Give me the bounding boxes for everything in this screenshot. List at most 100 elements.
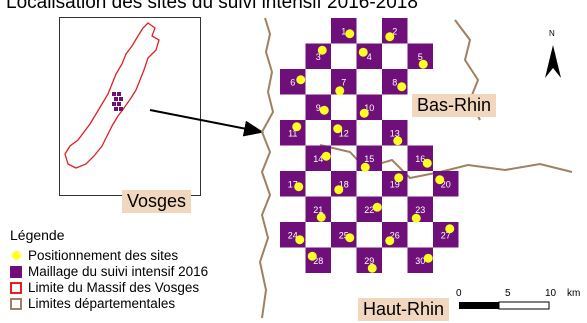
- inset-grid-marker: [112, 92, 123, 111]
- grid-cell-number: 30: [415, 256, 425, 266]
- site-point-29: [367, 263, 377, 273]
- grid-cell-number: 20: [441, 179, 451, 189]
- legend-label: Limite du Massif des Vosges: [28, 280, 200, 295]
- legend-item-massif: Limite du Massif des Vosges: [10, 280, 199, 295]
- scale-tick-10: 10: [545, 288, 557, 299]
- site-point-8: [397, 82, 407, 92]
- purple-square-icon: [10, 265, 22, 278]
- legend-label: Limites départementales: [28, 296, 176, 311]
- label-bas-rhin: Bas-Rhin: [412, 94, 497, 117]
- site-point-27: [445, 224, 455, 234]
- grid-cell-number: 13: [390, 128, 400, 138]
- grid-cell-28: [305, 247, 331, 273]
- grid-cell-number: 8: [392, 77, 397, 87]
- grid-cell-11: [280, 120, 306, 146]
- grid-cell-19: [382, 171, 408, 197]
- inset-pointer-arrow: [149, 109, 264, 137]
- map-title: Localisation des sites du suivi intensif…: [6, 0, 418, 13]
- grid-cell-number: 24: [288, 230, 298, 240]
- site-point-1: [345, 29, 355, 39]
- site-point-12: [333, 124, 343, 134]
- site-point-9: [319, 105, 329, 115]
- site-point-3: [317, 45, 327, 55]
- legend-item-grid: Maillage du suivi intensif 2016: [10, 264, 208, 279]
- grid-cell-number: 3: [316, 52, 321, 62]
- grid-cell-4: [356, 43, 382, 69]
- site-point-19: [394, 173, 404, 183]
- site-point-17: [294, 182, 304, 192]
- grid-cell-number: 2: [392, 26, 397, 36]
- legend-item-sites: Positionnement des sites: [10, 248, 178, 263]
- grid-cell-20: [433, 171, 459, 197]
- grid-cell-number: 10: [364, 103, 374, 113]
- north-label: N: [549, 29, 555, 38]
- yellow-dot-icon: [12, 251, 21, 260]
- site-point-23: [411, 213, 421, 223]
- grid-cell-number: 16: [415, 154, 425, 164]
- grid-cell-number: 29: [364, 256, 374, 266]
- grid-cell-number: 23: [415, 205, 425, 215]
- site-point-7: [335, 86, 345, 96]
- site-point-5: [418, 59, 428, 69]
- scale-bar: [459, 301, 550, 310]
- grid-cell-number: 26: [390, 230, 400, 240]
- site-point-21: [316, 212, 326, 222]
- grid-cell-number: 15: [364, 154, 374, 164]
- grid-cell-number: 19: [390, 179, 400, 189]
- site-point-30: [423, 253, 433, 263]
- massif-vosges-outline: [64, 22, 160, 169]
- grid-cell-number: 1: [341, 26, 346, 36]
- red-outline-square-icon: [10, 281, 22, 294]
- grid-cell-number: 5: [418, 52, 423, 62]
- site-point-6: [296, 75, 306, 85]
- site-point-16: [422, 158, 432, 168]
- label-vosges: Vosges: [122, 190, 192, 213]
- scale-tick-5: 5: [505, 288, 511, 299]
- grid-cell-number: 6: [290, 77, 295, 87]
- grid-cell-number: 18: [339, 179, 349, 189]
- grid-cell-number: 14: [313, 154, 323, 164]
- grid-cell-number: 25: [339, 230, 349, 240]
- grid-cell-number: 21: [313, 205, 323, 215]
- site-point-26: [385, 236, 395, 246]
- grid-cell-12: [331, 120, 357, 146]
- scale-tick-0: 0: [456, 288, 462, 299]
- legend-item-departments: Limites départementales: [10, 296, 175, 311]
- grid-cell-number: 27: [441, 230, 451, 240]
- grid-cell-27: [433, 222, 459, 248]
- north-arrow-icon: [545, 45, 561, 78]
- grid-cell-number: 9: [316, 103, 321, 113]
- site-point-14: [321, 151, 331, 161]
- grid-cell-number: 22: [364, 205, 374, 215]
- inset-map: [59, 17, 201, 196]
- scale-unit: km: [567, 288, 581, 299]
- site-point-11: [292, 122, 302, 132]
- site-point-10: [359, 108, 369, 118]
- department-boundary-west: [258, 17, 275, 319]
- grid-cell-number: 7: [341, 77, 346, 87]
- site-point-25: [345, 233, 355, 243]
- legend-label: Positionnement des sites: [28, 248, 179, 263]
- site-point-18: [334, 185, 344, 195]
- label-haut-rhin: Haut-Rhin: [358, 298, 450, 321]
- site-point-4: [358, 47, 368, 57]
- grid-cell-number: 28: [313, 256, 323, 266]
- site-point-22: [372, 202, 382, 212]
- grid-cell-3: [305, 43, 331, 69]
- grid-cell-number: 12: [339, 128, 349, 138]
- site-point-20: [435, 175, 445, 185]
- grid-cell-number: 17: [288, 179, 298, 189]
- site-points: [292, 29, 455, 273]
- massif-outline-map: [64, 22, 160, 169]
- legend-title: Légende: [10, 227, 65, 243]
- site-point-2: [385, 32, 395, 42]
- grid-cell-number: 11: [288, 128, 297, 138]
- site-point-15: [360, 162, 370, 172]
- legend-label: Maillage du suivi intensif 2016: [28, 264, 209, 279]
- brown-outline-square-icon: [10, 297, 22, 310]
- grid-cell-number: 4: [367, 52, 372, 62]
- site-point-24: [295, 235, 305, 245]
- site-point-28: [307, 251, 317, 261]
